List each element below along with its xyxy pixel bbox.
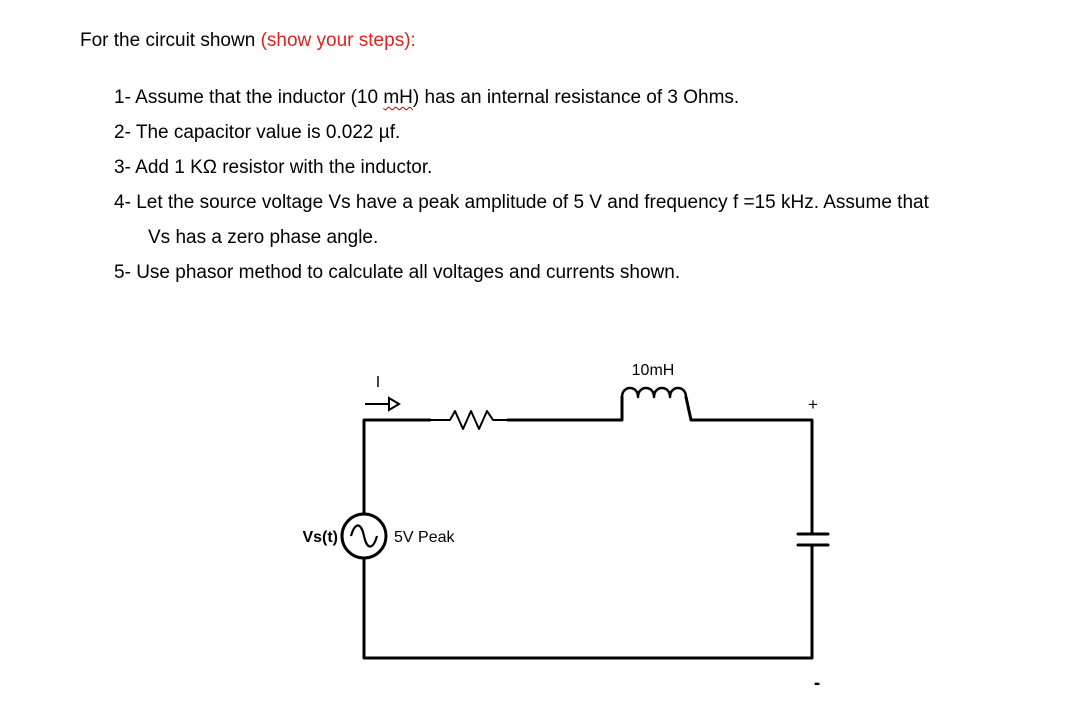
item-number: 1- — [114, 87, 131, 108]
item-text: Use phasor method to calculate all volta… — [136, 262, 681, 283]
inductor-label: 10mH — [632, 362, 675, 379]
source-value-label: 5V Peak — [394, 529, 455, 546]
list-item-5: 5- Use phasor method to calculate all vo… — [114, 255, 1044, 290]
item-number: 5- — [114, 262, 131, 283]
problem-heading: For the circuit shown (show your steps): — [80, 30, 416, 52]
source-label: Vs(t) — [302, 529, 338, 546]
capacitor-plus-label: + — [808, 395, 818, 414]
list-item-4-continuation: Vs has a zero phase angle. — [114, 220, 1044, 255]
item-text: Let the source voltage Vs have a peak am… — [136, 192, 929, 213]
item-text: The capacitor value is 0.022 µf. — [135, 122, 401, 143]
problem-list: 1- Assume that the inductor (10 mH) has … — [114, 80, 1044, 290]
item-number: 4- — [114, 192, 131, 213]
inductor-coil — [620, 386, 688, 399]
heading-note: (show your steps): — [260, 30, 416, 51]
capacitor-minus-label: - — [814, 673, 820, 694]
heading-intro: For the circuit shown — [80, 30, 256, 51]
wire-top-left — [362, 418, 432, 515]
item-text-before: Assume that the inductor (10 — [135, 87, 384, 108]
list-item-1: 1- Assume that the inductor (10 mH) has … — [114, 80, 1044, 115]
inductance-unit: mH — [383, 87, 413, 108]
wire-bottom — [362, 543, 814, 660]
list-item-2: 2- The capacitor value is 0.022 µf. — [114, 115, 1044, 150]
item-text: Add 1 KΩ resistor with the inductor. — [135, 157, 433, 178]
ac-source-icon — [340, 512, 388, 560]
wire-resistor-inductor — [506, 395, 624, 422]
item-text-after: ) has an internal resistance of 3 Ohms. — [412, 87, 740, 108]
current-arrow — [365, 396, 401, 412]
item-number: 2- — [114, 122, 131, 143]
item-number: 3- — [114, 157, 131, 178]
list-item-4: 4- Let the source voltage Vs have a peak… — [114, 185, 1044, 220]
current-label: I — [376, 374, 380, 391]
item-continuation-text: Vs has a zero phase angle. — [148, 227, 379, 248]
resistor-zigzag — [429, 410, 509, 430]
wire-inductor-capacitor — [684, 395, 814, 536]
list-item-3: 3- Add 1 KΩ resistor with the inductor. — [114, 150, 1044, 185]
